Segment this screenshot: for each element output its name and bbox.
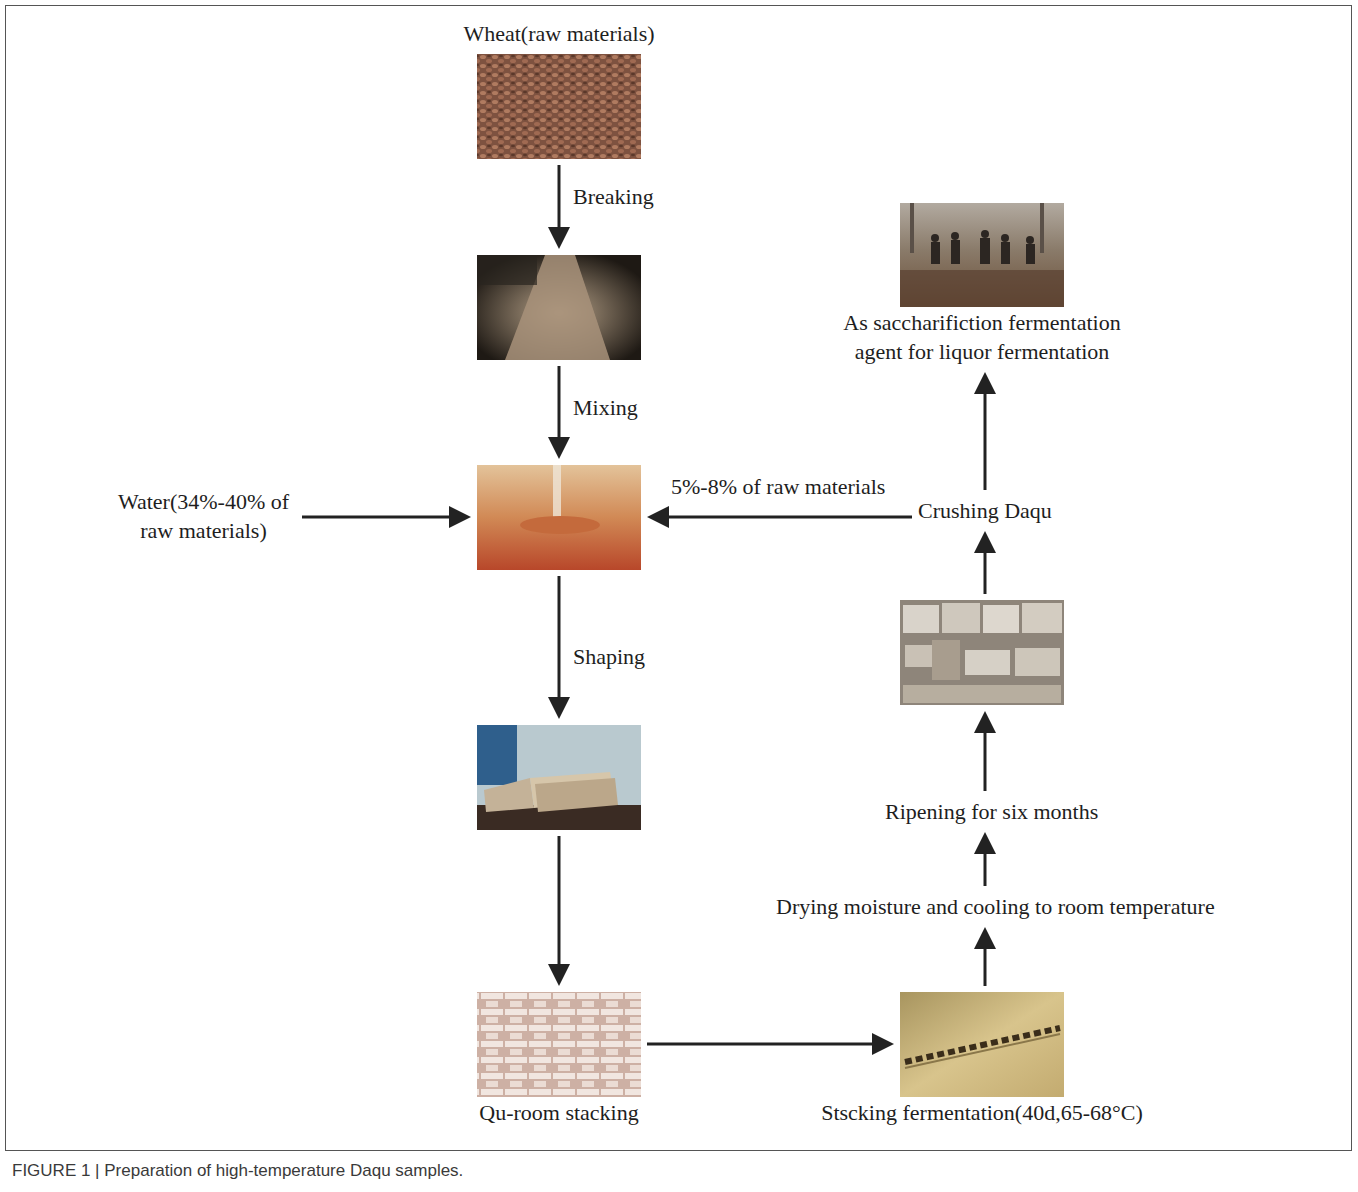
arrow-line xyxy=(302,516,453,519)
arrow-head xyxy=(548,964,570,986)
photo-box: Stscking fermentation(40d,65-68°C) xyxy=(900,992,1064,1097)
arrow-line xyxy=(665,516,912,519)
step-label: Crushing Daqu xyxy=(918,496,1052,525)
mixing-photo xyxy=(477,465,641,570)
step-text: Crushing Daqu xyxy=(918,496,1052,525)
arrow-line xyxy=(558,576,561,701)
arrow-line xyxy=(984,945,987,986)
photo-box xyxy=(477,725,641,830)
flow-arrow xyxy=(974,531,996,594)
photo-caption: Wheat(raw materials) xyxy=(463,19,654,48)
flow-arrow xyxy=(974,372,996,490)
arrow-line xyxy=(984,729,987,791)
photo-box: Wheat(raw materials) xyxy=(477,54,641,159)
arrow-head xyxy=(647,506,669,528)
arrow-head xyxy=(449,506,471,528)
flow-arrow xyxy=(974,832,996,886)
fermentation-photo xyxy=(900,992,1064,1097)
photo-box: Qu-room stacking xyxy=(477,992,641,1097)
photo-box xyxy=(900,600,1064,705)
arrow-line xyxy=(647,1043,876,1046)
flow-arrow xyxy=(302,506,471,528)
photo-box: As saccharifiction fermentation agent fo… xyxy=(900,203,1064,307)
photo-box xyxy=(477,465,641,570)
arrow-line xyxy=(984,850,987,886)
arrow-head xyxy=(974,927,996,949)
flour-photo xyxy=(477,255,641,360)
brick-photo xyxy=(477,725,641,830)
flow-arrow xyxy=(647,506,912,528)
edge-label: Breaking xyxy=(571,184,656,210)
edge-label: Mixing xyxy=(571,395,640,421)
flow-arrow xyxy=(548,165,570,249)
flow-arrow xyxy=(548,576,570,719)
step-label: Drying moisture and cooling to room temp… xyxy=(776,892,1215,921)
flow-arrow xyxy=(548,366,570,459)
arrow-head xyxy=(872,1033,894,1055)
edge-label: 5%-8% of raw materials xyxy=(669,474,887,500)
arrow-line xyxy=(558,366,561,441)
arrow-head xyxy=(974,372,996,394)
figure-caption: FIGURE 1 | Preparation of high-temperatu… xyxy=(12,1161,463,1181)
arrow-head xyxy=(974,711,996,733)
photo-caption: Qu-room stacking xyxy=(479,1098,638,1127)
arrow-head xyxy=(548,437,570,459)
photo-caption: Stscking fermentation(40d,65-68°C) xyxy=(821,1098,1143,1127)
step-label: Water(34%-40% of raw materials) xyxy=(111,487,296,545)
step-text: Ripening for six months xyxy=(885,797,1098,826)
figure-frame xyxy=(6,6,1352,1151)
edge-label: Shaping xyxy=(571,644,647,670)
step-text: Drying moisture and cooling to room temp… xyxy=(776,892,1215,921)
arrow-head xyxy=(974,531,996,553)
arrow-head xyxy=(548,227,570,249)
arrow-head xyxy=(974,832,996,854)
photo-box xyxy=(477,255,641,360)
flow-arrow xyxy=(974,711,996,791)
arrow-line xyxy=(984,549,987,594)
step-text: Water(34%-40% of raw materials) xyxy=(111,487,296,545)
wheat-photo xyxy=(477,54,641,159)
qu-room-photo xyxy=(477,992,641,1097)
arrow-head xyxy=(548,697,570,719)
flow-arrow xyxy=(548,836,570,986)
arrow-line xyxy=(558,836,561,968)
daqu-photo xyxy=(900,600,1064,705)
workers-photo xyxy=(900,203,1064,307)
arrow-line xyxy=(558,165,561,231)
flow-arrow xyxy=(974,927,996,986)
photo-caption: As saccharifiction fermentation agent fo… xyxy=(817,308,1147,366)
flow-arrow xyxy=(647,1033,894,1055)
step-label: Ripening for six months xyxy=(885,797,1098,826)
arrow-line xyxy=(984,390,987,490)
